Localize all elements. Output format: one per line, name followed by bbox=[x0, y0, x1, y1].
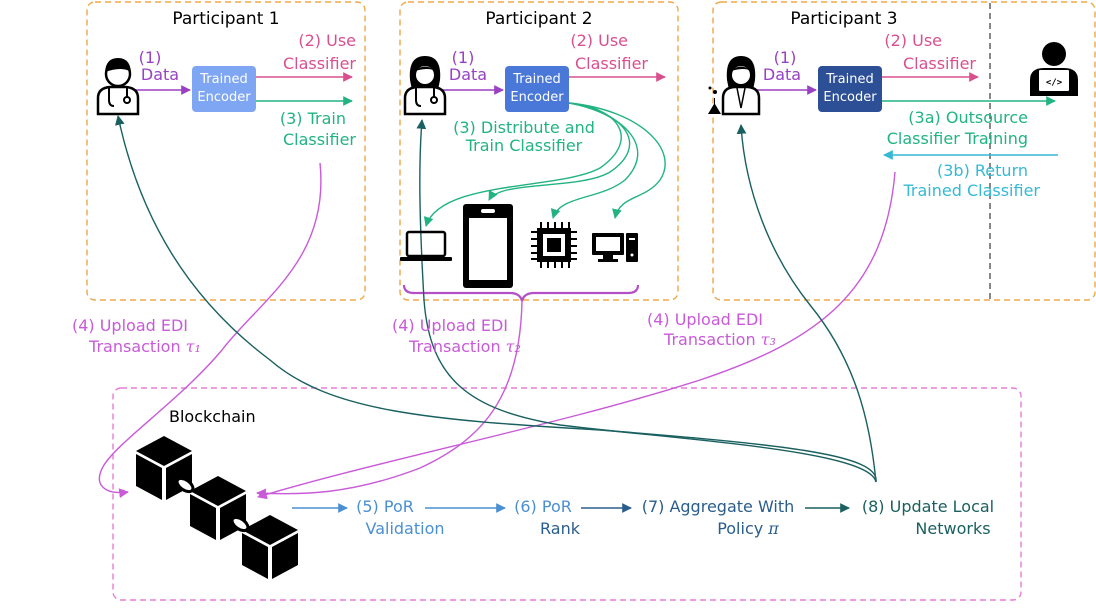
participant-1-title: Participant 1 bbox=[172, 9, 280, 29]
data-label-2-num: (1) bbox=[451, 48, 475, 67]
svg-text:</>: </> bbox=[1046, 78, 1063, 88]
update-curve-1 bbox=[115, 115, 877, 483]
trained-encoder-1: Trained Encoder bbox=[192, 66, 256, 112]
participant-3-title: Participant 3 bbox=[790, 9, 898, 29]
encoder-3-line2: Encoder bbox=[823, 90, 877, 105]
upload-1-tau: τ₁ bbox=[185, 337, 201, 356]
outsource-label-line2: Classifier Training bbox=[886, 129, 1028, 148]
outsource-label-line1: (3a) Outsource bbox=[908, 108, 1028, 127]
participant-2-box bbox=[399, 1, 679, 301]
doctor-male-icon bbox=[96, 58, 140, 116]
train-classifier-1-line1: (3) Train bbox=[279, 109, 346, 128]
use-classifier-1-line1: (2) Use bbox=[298, 31, 356, 50]
scientist-icon bbox=[708, 56, 761, 116]
upload-1-line2: Transaction τ₁ bbox=[60, 337, 230, 357]
use-classifier-2-line1: (2) Use bbox=[570, 31, 628, 50]
encoder-1-line1: Trained bbox=[200, 72, 248, 87]
desktop-computer-icon bbox=[592, 233, 638, 262]
laptop-icon bbox=[400, 230, 452, 261]
step-6-line1: (6) PoR bbox=[514, 497, 572, 516]
return-label-line1: (3b) Return bbox=[937, 161, 1028, 180]
step-8-line2: Networks bbox=[915, 519, 991, 538]
upload-3-transaction: Transaction bbox=[664, 330, 761, 349]
smartphone-icon bbox=[463, 204, 513, 288]
update-curve-3 bbox=[736, 124, 877, 483]
distribute-label-line2: Train Classifier bbox=[465, 136, 583, 155]
upload-curve-2 bbox=[256, 300, 523, 499]
cpu-chip-icon bbox=[531, 222, 577, 268]
update-curve-2 bbox=[416, 119, 877, 483]
data-label-2-word: Data bbox=[448, 65, 488, 84]
return-label-line2: Trained Classifier bbox=[903, 181, 1040, 200]
data-label-1-num: (1) bbox=[138, 48, 162, 67]
blockchain-title: Blockchain bbox=[169, 407, 256, 426]
distribute-label-line1: (3) Distribute and bbox=[453, 118, 595, 137]
participant-3-box bbox=[712, 1, 1096, 301]
train-classifier-1-line2: Classifier bbox=[282, 130, 356, 149]
step-7-line2: Policy π bbox=[658, 519, 838, 539]
upload-2-line1: (4) Upload EDI bbox=[391, 316, 509, 335]
step-6-line2: Rank bbox=[540, 519, 580, 538]
encoder-1-line2: Encoder bbox=[197, 90, 251, 105]
upload-3-line1: (4) Upload EDI bbox=[646, 310, 764, 329]
upload-2-tau: τ₂ bbox=[505, 337, 521, 356]
use-classifier-3-line2: Classifier bbox=[902, 54, 976, 73]
encoder-2-line2: Encoder bbox=[510, 90, 564, 105]
upload-1-line1: (4) Upload EDI bbox=[71, 316, 189, 335]
data-label-1-word: Data bbox=[140, 65, 180, 84]
step-7-line1: (7) Aggregate With bbox=[641, 497, 795, 516]
distribute-arrow-chip bbox=[550, 102, 639, 219]
devices-brace bbox=[402, 284, 640, 302]
data-label-3-word: Data bbox=[762, 65, 802, 84]
doctor-female-icon bbox=[403, 56, 447, 116]
participant-1-box bbox=[86, 1, 366, 301]
upload-3-tau: τ₃ bbox=[760, 330, 776, 349]
trained-encoder-3: Trained Encoder bbox=[818, 66, 882, 112]
data-label-3-num: (1) bbox=[773, 48, 797, 67]
use-classifier-1-line2: Classifier bbox=[282, 54, 356, 73]
step-7-policy: Policy bbox=[717, 519, 769, 538]
trained-encoder-2: Trained Encoder bbox=[505, 66, 569, 112]
encoder-3-line1: Trained bbox=[826, 72, 874, 87]
use-classifier-2-line2: Classifier bbox=[574, 54, 648, 73]
step-5-line2: Validation bbox=[365, 519, 445, 538]
developer-icon: </> bbox=[1030, 42, 1078, 96]
upload-2-line2: Transaction τ₂ bbox=[380, 337, 550, 357]
distribute-arrow-desktop bbox=[568, 102, 666, 219]
step-8-line1: (8) Update Local bbox=[861, 497, 995, 516]
upload-1-transaction: Transaction bbox=[89, 337, 186, 356]
upload-curve-1 bbox=[98, 162, 322, 498]
blockchain-box bbox=[112, 387, 1022, 601]
upload-2-transaction: Transaction bbox=[409, 337, 506, 356]
use-classifier-3-line1: (2) Use bbox=[884, 31, 942, 50]
participant-2-title: Participant 2 bbox=[485, 9, 593, 29]
blockchain-cubes-icon bbox=[136, 436, 298, 579]
upload-curve-3 bbox=[257, 171, 896, 500]
upload-3-line2: Transaction τ₃ bbox=[635, 330, 805, 350]
step-5-line1: (5) PoR bbox=[356, 497, 414, 516]
encoder-2-line1: Trained bbox=[513, 72, 561, 87]
step-7-pi: π bbox=[768, 519, 779, 538]
